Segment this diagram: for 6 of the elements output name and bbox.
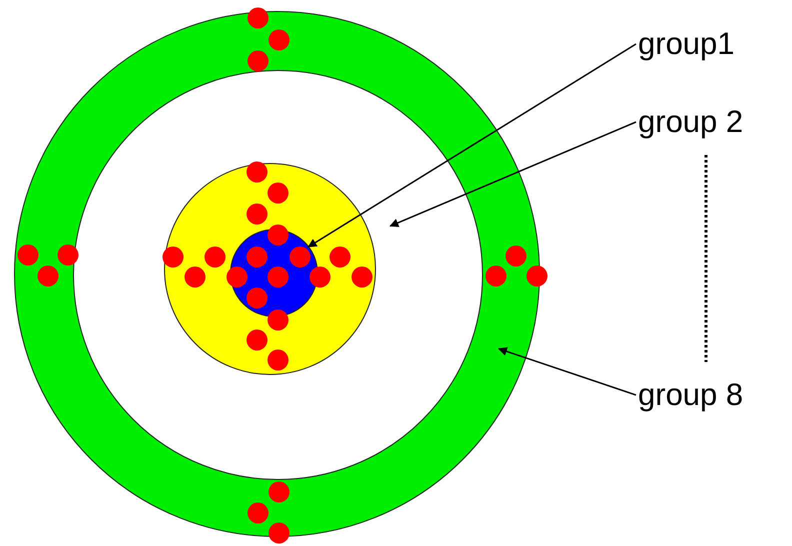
leader-arrow	[498, 347, 636, 396]
group-label: group 8	[638, 377, 744, 413]
group-label: group1	[638, 26, 735, 62]
leader-arrow	[308, 43, 636, 248]
group-label: group 2	[638, 104, 744, 140]
leader-arrow	[389, 121, 636, 228]
